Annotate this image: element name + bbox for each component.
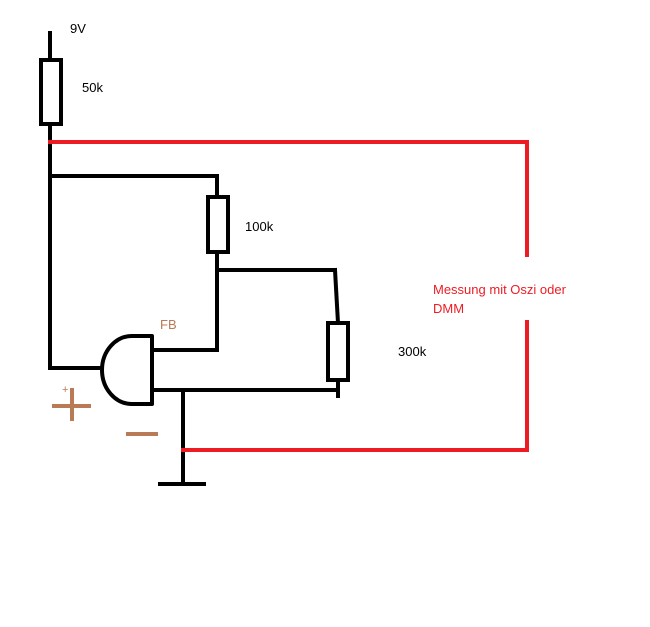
resistor-300k: [326, 321, 350, 382]
r3-top-wire: [332, 267, 341, 326]
buzzer-label: FB: [160, 317, 177, 332]
r2-label: 100k: [245, 219, 274, 234]
r1-label: 50k: [82, 80, 103, 95]
circuit-wires: [48, 31, 341, 486]
polarity-marks: [52, 388, 158, 436]
r3-label: 300k: [398, 344, 427, 359]
plus-small-label: +: [62, 384, 68, 396]
buzzer-icon: [100, 334, 154, 406]
supply-label: 9V: [70, 21, 86, 36]
measurement-wires: [48, 140, 529, 452]
resistor-100k: [206, 195, 230, 254]
resistor-50k: [39, 58, 63, 126]
measure-label-line2: DMM: [433, 301, 464, 316]
measure-label-line1: Messung mit Oszi oder: [433, 282, 567, 297]
